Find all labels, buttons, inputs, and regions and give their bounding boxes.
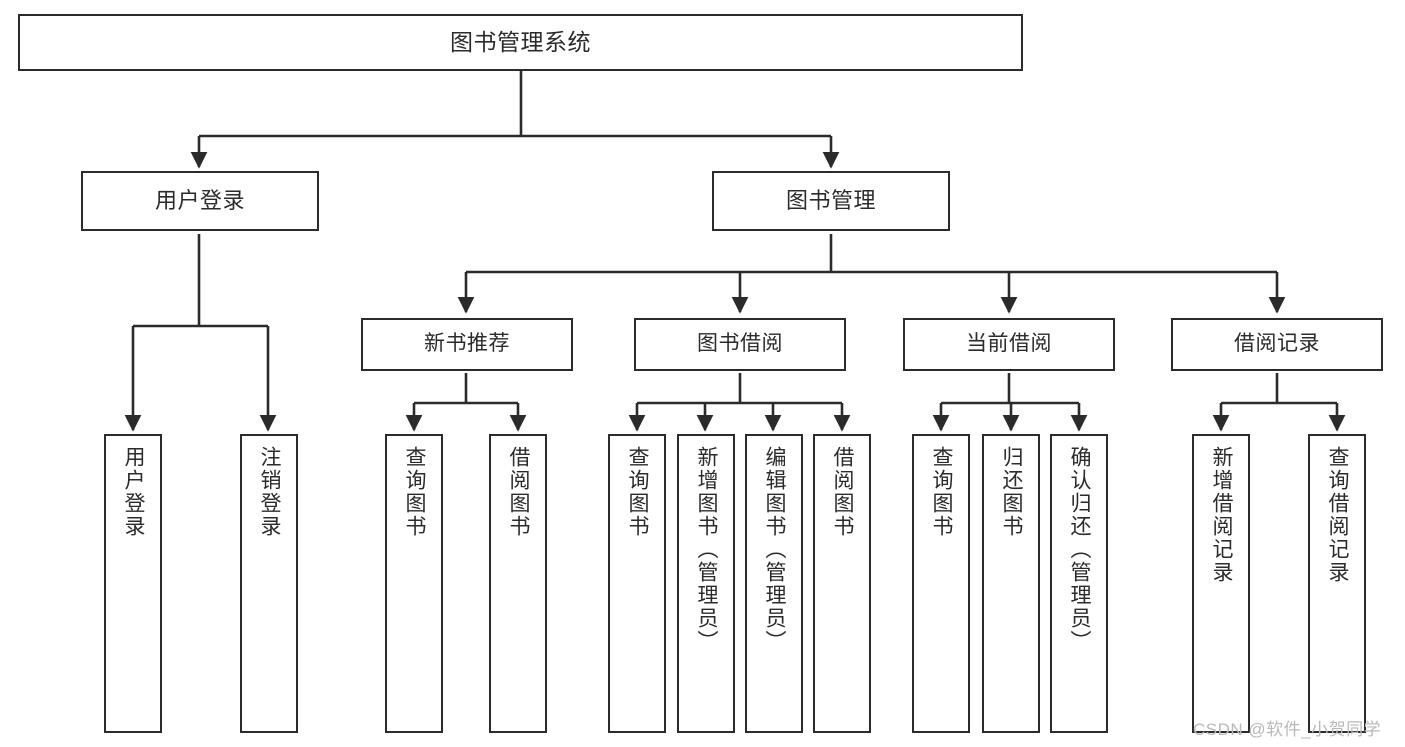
node-leaf-borrow-book-2[interactable]: 借阅图书 [813,434,871,733]
node-leaf-borrow-book-2-label: 借阅图书 [831,446,855,538]
node-book-manage-label: 图书管理 [785,188,876,214]
node-borrow-record[interactable]: 借阅记录 [1171,318,1383,371]
node-leaf-logout-login-label: 注销登录 [258,446,282,538]
node-leaf-return-book[interactable]: 归还图书 [982,434,1040,733]
node-leaf-logout-login[interactable]: 注销登录 [240,434,298,733]
node-leaf-user-login-label: 用户登录 [122,446,146,538]
node-leaf-edit-book[interactable]: 编辑图书（管理员） [745,434,803,733]
node-leaf-query-record-label: 查询借阅记录 [1326,446,1350,584]
node-book-manage[interactable]: 图书管理 [712,171,950,231]
node-new-book-recommend-label: 新书推荐 [424,332,510,356]
node-leaf-query-book-2-label: 查询图书 [626,446,650,538]
node-leaf-add-record[interactable]: 新增借阅记录 [1192,434,1250,733]
node-user-login[interactable]: 用户登录 [81,171,319,231]
node-book-borrow-label: 图书借阅 [697,332,783,356]
node-leaf-borrow-book-1[interactable]: 借阅图书 [489,434,547,733]
node-leaf-query-book-2[interactable]: 查询图书 [608,434,666,733]
node-leaf-query-book-3-label: 查询图书 [930,446,954,538]
node-leaf-borrow-book-1-label: 借阅图书 [507,446,531,538]
node-book-borrow[interactable]: 图书借阅 [634,318,846,371]
node-leaf-return-book-label: 归还图书 [1000,446,1024,538]
node-leaf-add-record-label: 新增借阅记录 [1210,446,1234,584]
node-root-label: 图书管理系统 [450,28,591,55]
node-current-borrow-label: 当前借阅 [966,332,1052,356]
node-leaf-edit-book-label: 编辑图书（管理员） [763,446,787,653]
node-leaf-confirm-return-label: 确认归还（管理员） [1068,446,1092,653]
node-root[interactable]: 图书管理系统 [18,14,1023,71]
node-leaf-user-login[interactable]: 用户登录 [104,434,162,733]
node-leaf-query-record[interactable]: 查询借阅记录 [1308,434,1366,733]
node-leaf-add-book[interactable]: 新增图书（管理员） [677,434,735,733]
watermark: CSDN @软件_小贺同学 [1193,720,1382,739]
node-leaf-query-book-3[interactable]: 查询图书 [912,434,970,733]
node-leaf-query-book-1-label: 查询图书 [403,446,427,538]
node-leaf-confirm-return[interactable]: 确认归还（管理员） [1050,434,1108,733]
node-user-login-label: 用户登录 [154,188,245,214]
node-leaf-add-book-label: 新增图书（管理员） [695,446,719,653]
node-borrow-record-label: 借阅记录 [1234,332,1320,356]
node-new-book-recommend[interactable]: 新书推荐 [361,318,573,371]
node-current-borrow[interactable]: 当前借阅 [903,318,1115,371]
node-leaf-query-book-1[interactable]: 查询图书 [385,434,443,733]
